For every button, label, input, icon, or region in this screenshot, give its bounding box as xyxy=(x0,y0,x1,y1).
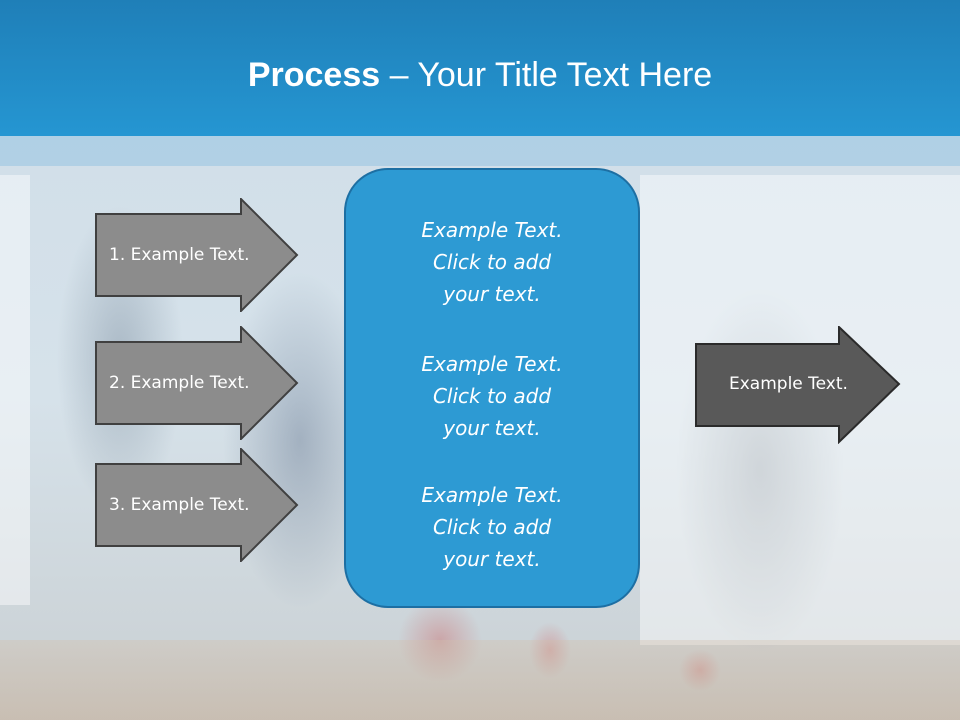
slide-title[interactable]: Process – Your Title Text Here xyxy=(0,54,960,96)
center-text-block-3: Example Text. Click to add your text. xyxy=(421,483,563,571)
title-bold: Process xyxy=(247,56,381,94)
left-arrow-1-shape xyxy=(95,198,299,312)
title-bar xyxy=(0,0,960,136)
left-arrow-2[interactable]: 2. Example Text. xyxy=(95,326,299,440)
left-arrow-1[interactable]: 1. Example Text. xyxy=(95,198,299,312)
right-arrow-shape xyxy=(695,326,901,444)
center-text-block-2: Example Text. Click to add your text. xyxy=(421,352,563,440)
center-text-box[interactable]: Example Text. Click to add your text. Ex… xyxy=(344,168,640,608)
right-arrow[interactable]: Example Text. xyxy=(695,326,901,444)
background-floor xyxy=(0,640,960,720)
title-rest: – Your Title Text Here xyxy=(380,56,713,94)
left-arrow-2-shape xyxy=(95,326,299,440)
title-bar-stripe xyxy=(0,136,960,166)
left-arrow-2-label: 2. Example Text. xyxy=(109,373,250,393)
left-arrow-3-label: 3. Example Text. xyxy=(109,495,250,515)
left-arrow-3[interactable]: 3. Example Text. xyxy=(95,448,299,562)
background-window-left xyxy=(0,175,30,605)
left-arrow-3-shape xyxy=(95,448,299,562)
right-arrow-label: Example Text. xyxy=(729,374,848,394)
left-arrow-1-label: 1. Example Text. xyxy=(109,245,250,265)
center-text-block-1: Example Text. Click to add your text. xyxy=(421,218,563,306)
